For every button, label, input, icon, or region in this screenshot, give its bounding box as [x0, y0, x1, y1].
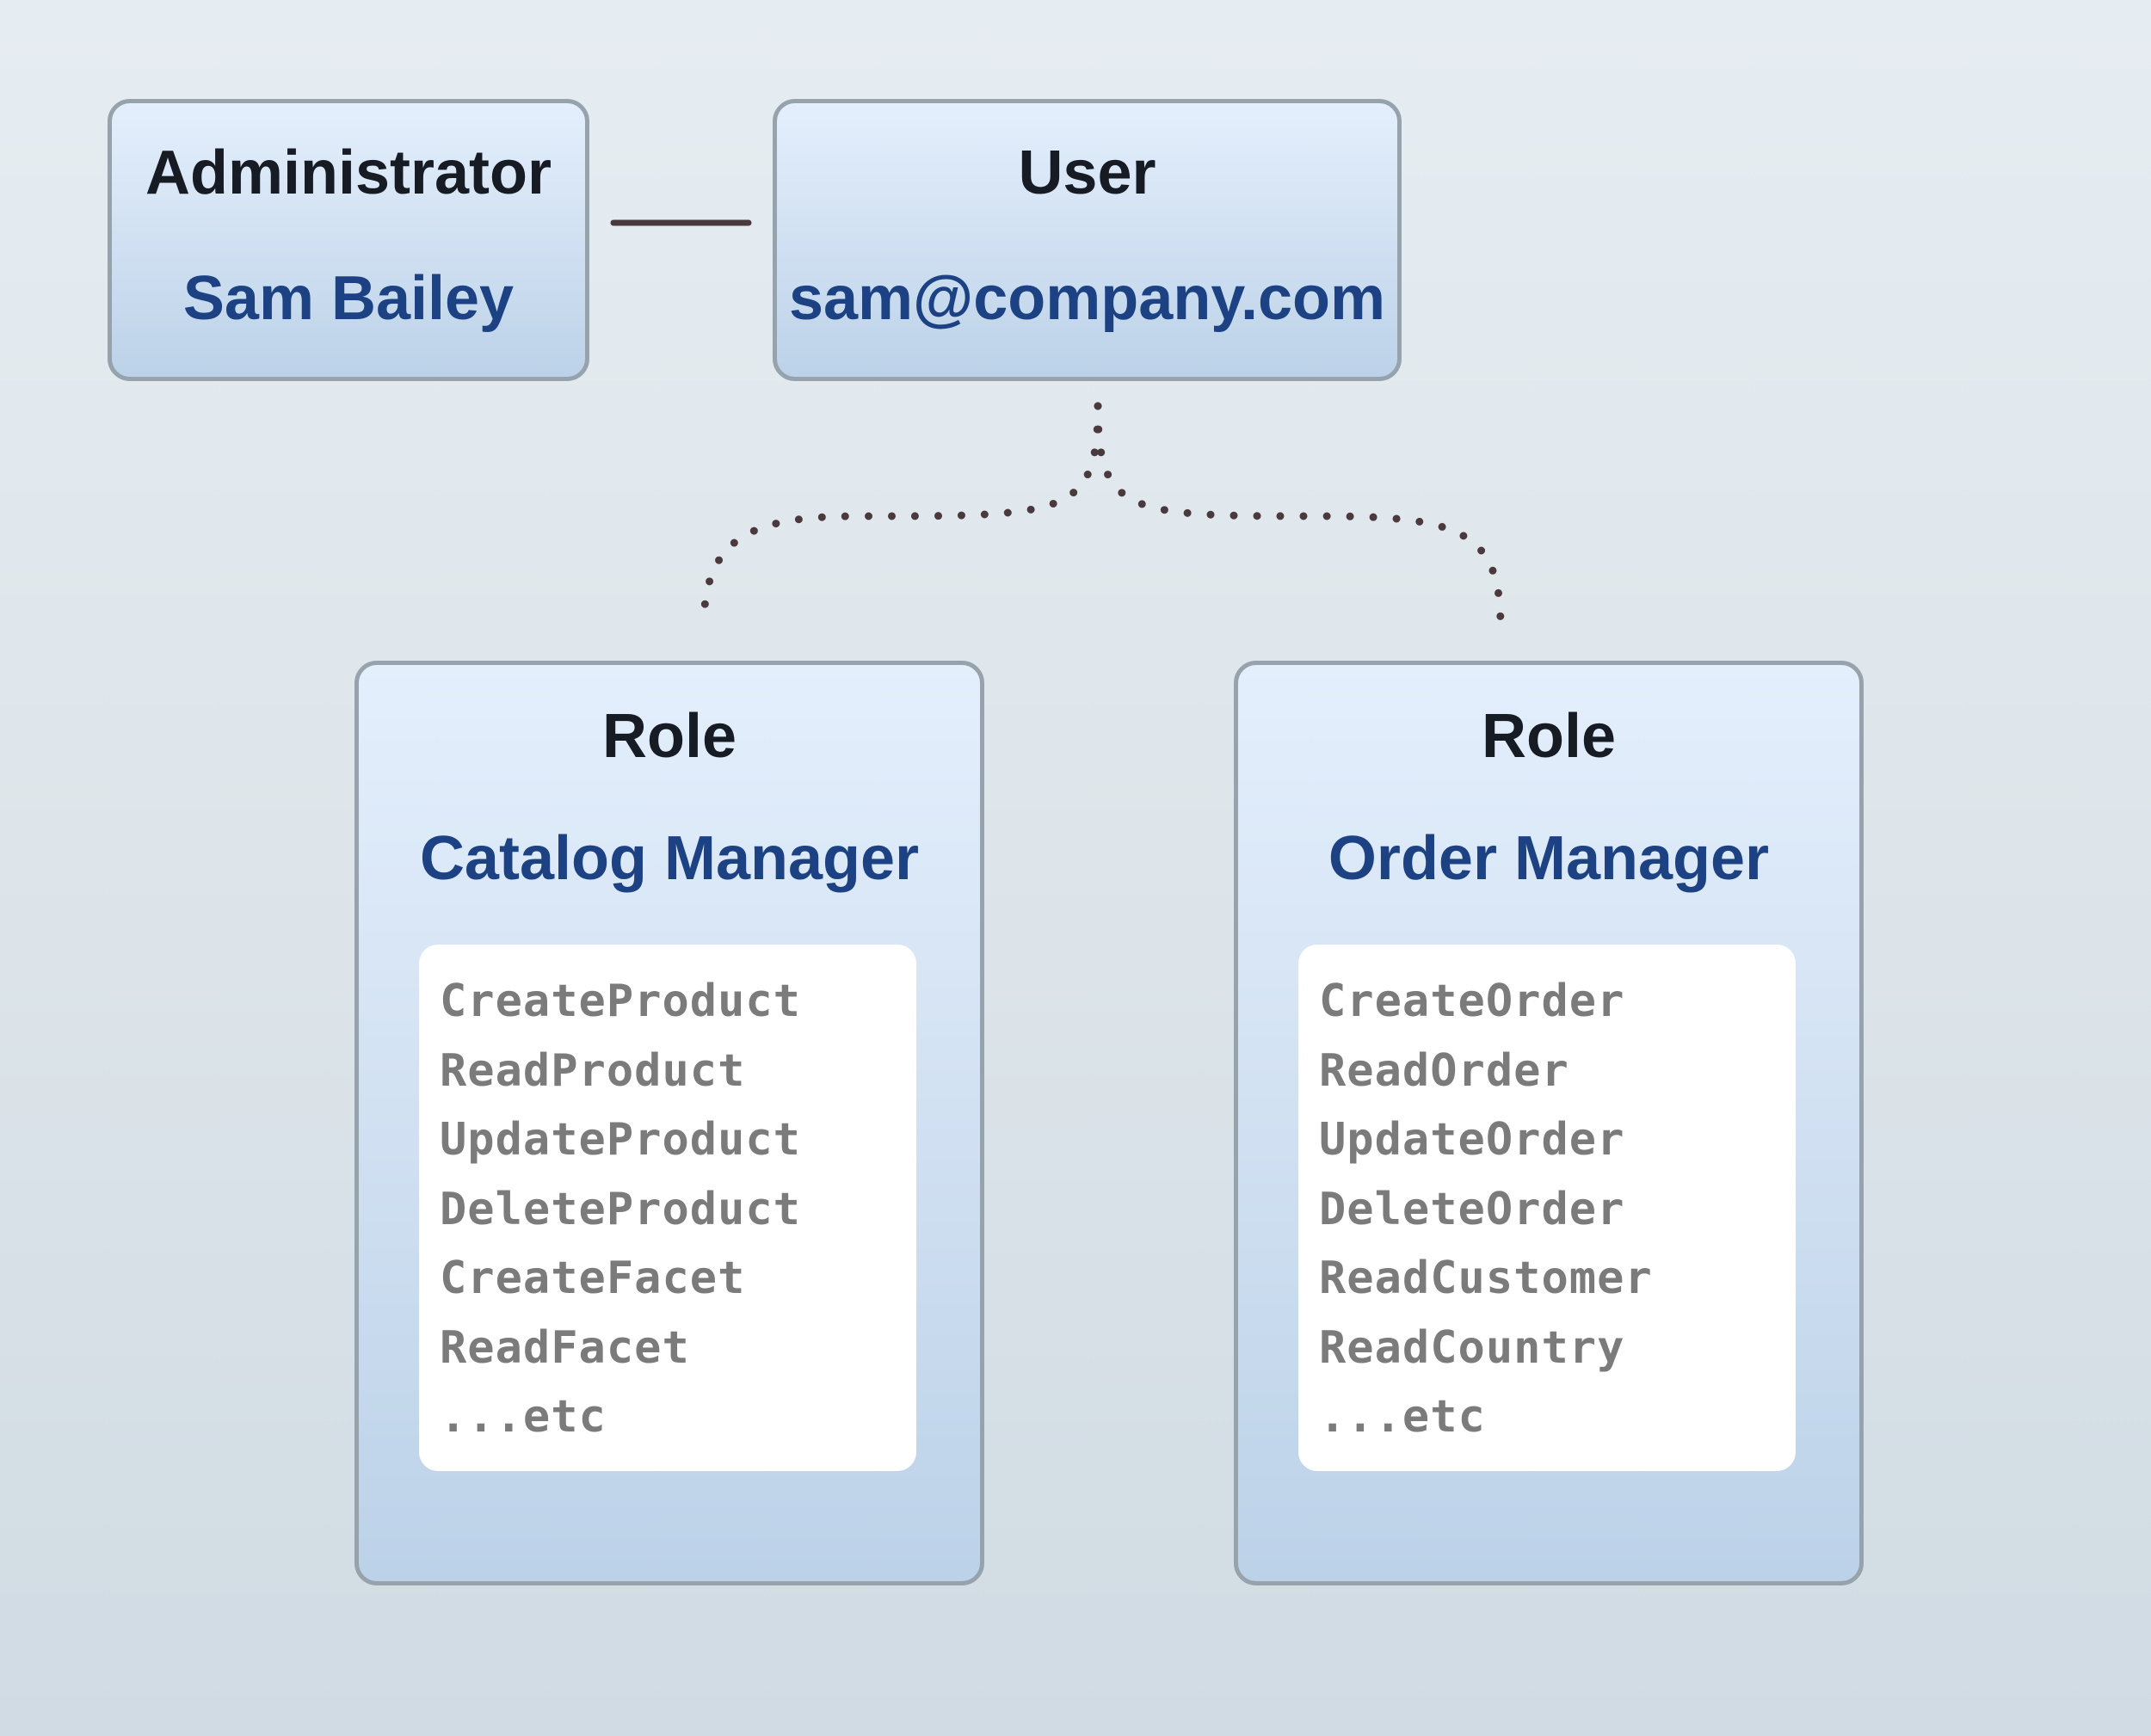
- permission-item: CreateOrder: [1319, 976, 1625, 1027]
- role-box-catalog-manager: Role Catalog Manager CreateProduct ReadP…: [354, 661, 984, 1585]
- user-email: sam@company.com: [788, 264, 1386, 333]
- permission-item: DeleteProduct: [440, 1183, 801, 1235]
- permission-list: CreateOrder ReadOrder UpdateOrder Delete…: [1298, 945, 1796, 1471]
- permission-item: ...etc: [1319, 1391, 1486, 1443]
- user-role-connector-right: [1094, 402, 1505, 631]
- user-role-connector-left: [700, 402, 1102, 631]
- administrator-name: Sam Bailey: [182, 264, 515, 333]
- permission-item: CreateFacet: [440, 1253, 746, 1304]
- role-label: Role: [601, 702, 737, 771]
- role-box-order-manager: Role Order Manager CreateOrder ReadOrder…: [1234, 661, 1864, 1585]
- permission-item: ...etc: [440, 1391, 607, 1443]
- permission-list: CreateProduct ReadProduct UpdateProduct …: [419, 945, 916, 1471]
- administrator-label: Administrator: [145, 139, 552, 207]
- permission-item: ReadOrder: [1319, 1044, 1569, 1097]
- user-label: User: [1018, 139, 1156, 207]
- permission-item: CreateProduct: [440, 976, 801, 1027]
- user-box: User sam@company.com: [773, 99, 1402, 381]
- permission-item: ReadProduct: [440, 1044, 746, 1097]
- permission-item: ReadFacet: [440, 1321, 690, 1374]
- permission-item: DeleteOrder: [1319, 1183, 1625, 1235]
- administrator-box: Administrator Sam Bailey: [108, 99, 589, 381]
- role-name: Catalog Manager: [419, 824, 920, 893]
- permission-item: UpdateOrder: [1319, 1114, 1625, 1166]
- role-name: Order Manager: [1328, 824, 1770, 893]
- permission-item: UpdateProduct: [440, 1114, 801, 1166]
- permission-item: ReadCustomer: [1319, 1253, 1653, 1304]
- permission-item: ReadCountry: [1319, 1321, 1625, 1374]
- role-label: Role: [1481, 702, 1617, 771]
